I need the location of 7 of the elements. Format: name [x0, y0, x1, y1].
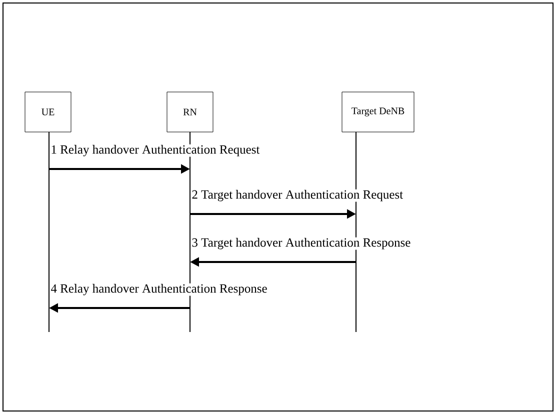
message-label: 2 Target handover Authentication Request: [191, 189, 404, 202]
message-label: 3 Target handover Authentication Response: [191, 237, 412, 250]
participant-box: UE: [24, 92, 72, 132]
participant-box: Target DeNB: [342, 92, 414, 132]
message-label: 1 Relay handover Authentication Request: [50, 144, 260, 157]
participant-box: RN: [166, 92, 214, 132]
message-label: 4 Relay handover Authentication Response: [50, 283, 268, 296]
